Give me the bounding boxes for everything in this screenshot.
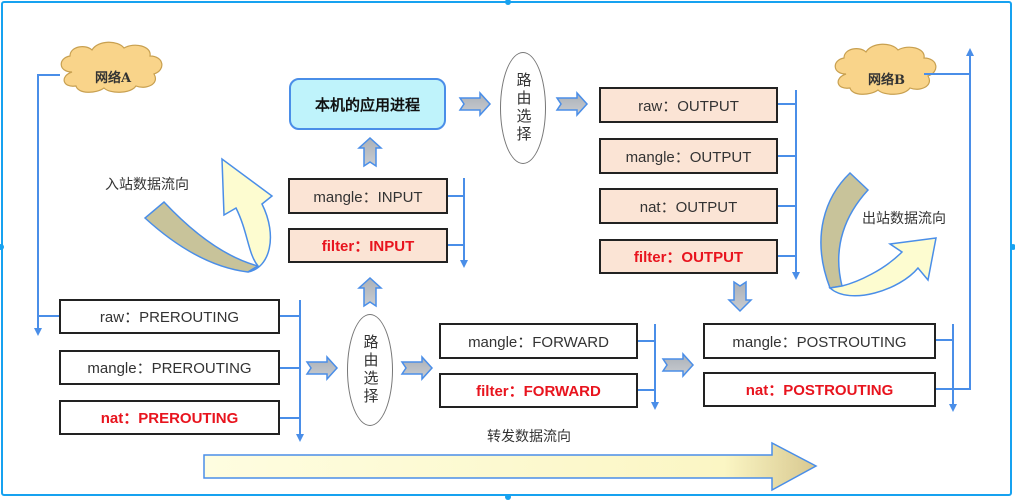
chain-mangle-input[interactable]: mangle：INPUT: [288, 178, 448, 214]
routing-decision-output[interactable]: 路由选择: [500, 52, 546, 164]
forward-flow-label: 转发数据流向: [487, 429, 571, 445]
outbound-flow-curved-arrow: [820, 171, 937, 297]
chain-raw-output[interactable]: raw：OUTPUT: [599, 87, 778, 123]
chain-nat-prerouting[interactable]: nat：PREROUTING: [59, 400, 280, 435]
arrow-routing-to-output: [555, 91, 589, 117]
resize-handle-left[interactable]: [0, 244, 4, 250]
arrow-forward-to-postrouting: [661, 352, 695, 378]
chain-filter-output[interactable]: filter：OUTPUT: [599, 239, 778, 274]
chain-mangle-output[interactable]: mangle：OUTPUT: [599, 138, 778, 174]
arrow-routing-to-input: [357, 276, 383, 308]
arrow-routing-to-forward: [400, 355, 434, 381]
resize-handle-top[interactable]: [505, 0, 511, 5]
routing-decision-label: 路由选择: [514, 72, 533, 144]
chain-mangle-prerouting[interactable]: mangle：PREROUTING: [59, 350, 280, 385]
network-b-cloud-icon: [834, 43, 937, 95]
inbound-flow-curved-arrow: [143, 157, 274, 273]
outbound-flow-label: 出站数据流向: [862, 211, 946, 227]
arrow-output-to-postrouting: [727, 280, 753, 313]
inbound-flow-label: 入站数据流向: [105, 177, 189, 193]
chain-filter-forward[interactable]: filter：FORWARD: [439, 373, 638, 408]
chain-raw-prerouting[interactable]: raw：PREROUTING: [59, 299, 280, 334]
chain-mangle-forward[interactable]: mangle：FORWARD: [439, 323, 638, 359]
forward-flow-big-arrow: [203, 441, 818, 492]
arrow-prerouting-to-routing: [305, 355, 339, 381]
chain-nat-postrouting[interactable]: nat：POSTROUTING: [703, 372, 936, 407]
resize-handle-right[interactable]: [1010, 244, 1015, 250]
chain-filter-input[interactable]: filter：INPUT: [288, 228, 448, 263]
resize-handle-bottom[interactable]: [505, 494, 511, 500]
chain-nat-output[interactable]: nat：OUTPUT: [599, 188, 778, 224]
chain-mangle-postrouting[interactable]: mangle：POSTROUTING: [703, 323, 936, 359]
network-a-label: 网络A: [95, 71, 132, 86]
routing-decision-input[interactable]: 路由选择: [347, 314, 393, 426]
network-a-cloud-icon: [60, 41, 163, 93]
routing-decision-label: 路由选择: [361, 334, 380, 406]
local-process-node[interactable]: 本机的应用进程: [289, 78, 446, 130]
network-b-label: 网络B: [868, 73, 905, 88]
arrow-process-to-routing: [458, 91, 492, 117]
arrow-input-to-process: [357, 136, 383, 168]
